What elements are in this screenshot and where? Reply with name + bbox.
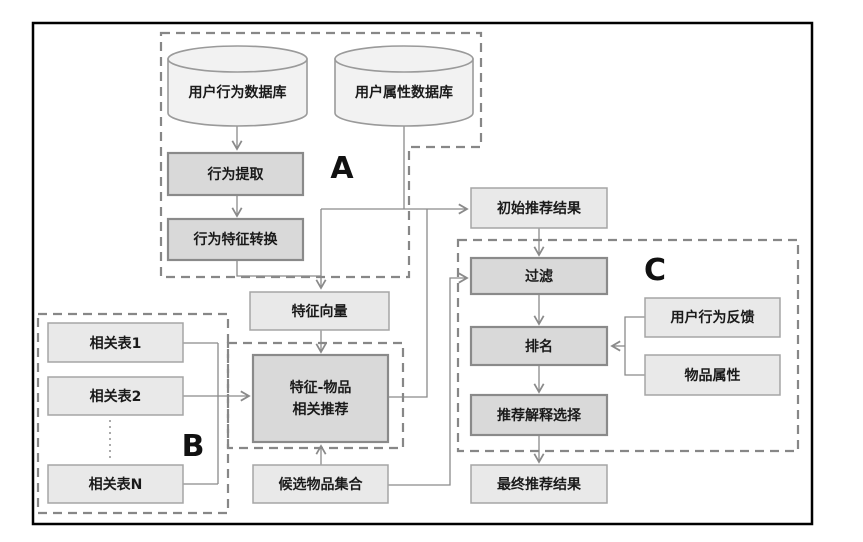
node-ranking: 排名 <box>469 325 609 367</box>
node-label: 行为特征转换 <box>193 231 279 248</box>
region-c-border <box>456 238 800 453</box>
node-label: 过滤 <box>525 268 553 285</box>
node-feature-vector: 特征向量 <box>249 291 390 331</box>
node-user-attribute-db: 用户属性数据库 <box>334 45 474 127</box>
node-box <box>469 393 609 437</box>
region-a-border <box>159 31 483 279</box>
feature-item-dashed-border <box>226 341 405 450</box>
line-conversion-to-bus <box>236 260 321 277</box>
region-a-label: A <box>330 151 354 186</box>
node-user-behavior-feedback: 用户行为反馈 <box>644 297 781 338</box>
node-label: 特征向量 <box>292 303 348 320</box>
connectors <box>109 126 645 486</box>
node-candidate-item-set: 候选物品集合 <box>252 464 389 504</box>
node-box <box>47 464 184 504</box>
node-label: 用户行为数据库 <box>189 84 287 101</box>
node-behavior-feature-conversion: 行为特征转换 <box>166 217 305 262</box>
region-b-label: B <box>182 429 205 464</box>
node-box <box>252 464 389 504</box>
cylinder-body <box>167 58 308 127</box>
node-box <box>47 376 184 416</box>
node-user-behavior-db: 用户行为数据库 <box>167 45 308 127</box>
node-box <box>469 256 609 296</box>
node-final-recommendation-results: 最终推荐结果 <box>470 464 608 504</box>
node-label: 初始推荐结果 <box>497 200 582 217</box>
node-box <box>469 325 609 367</box>
node-label-line1: 特征-物品 <box>290 379 352 396</box>
node-label: 用户行为反馈 <box>671 309 755 326</box>
node-label: 相关表2 <box>90 388 142 405</box>
node-label: 相关表1 <box>90 335 142 352</box>
node-label: 物品属性 <box>685 367 741 384</box>
node-behavior-extraction: 行为提取 <box>166 151 305 197</box>
node-related-table-1: 相关表1 <box>47 322 184 363</box>
node-box <box>47 322 184 363</box>
node-label-line2: 相关推荐 <box>293 401 349 418</box>
node-label: 最终推荐结果 <box>497 476 582 493</box>
node-related-table-2: 相关表2 <box>47 376 184 416</box>
node-box <box>470 187 608 229</box>
node-explanation-selection: 推荐解释选择 <box>469 393 609 437</box>
node-label: 相关表N <box>89 476 143 493</box>
node-label: 行为提取 <box>207 166 265 183</box>
node-initial-recommendation-results: 初始推荐结果 <box>470 187 608 229</box>
node-box <box>470 464 608 504</box>
region-c-label: C <box>644 253 666 288</box>
cylinder-lid <box>334 45 474 73</box>
node-filter: 过滤 <box>469 256 609 296</box>
node-box <box>644 297 781 338</box>
line-recommendation-to-bus <box>388 209 428 398</box>
node-item-attributes: 物品属性 <box>644 354 781 396</box>
node-box <box>166 151 305 197</box>
node-box <box>644 354 781 396</box>
node-related-table-n: 相关表N <box>47 464 184 504</box>
node-label: 用户属性数据库 <box>355 84 453 101</box>
region-b-border <box>36 312 230 515</box>
cylinder-body <box>334 58 474 127</box>
node-box <box>249 291 390 331</box>
node-box <box>251 353 390 444</box>
node-feature-item-recommendation: 特征-物品 相关推荐 <box>251 353 390 444</box>
node-label: 排名 <box>525 338 553 355</box>
node-label: 候选物品集合 <box>279 476 364 493</box>
node-box <box>166 217 305 262</box>
node-label: 推荐解释选择 <box>497 407 582 424</box>
cylinder-lid <box>167 45 308 73</box>
arrow-candidates-to-filter <box>388 272 469 486</box>
